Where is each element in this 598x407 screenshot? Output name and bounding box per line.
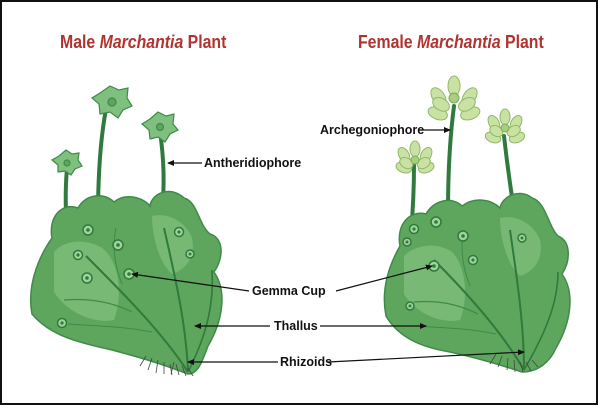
thallus-label: Thallus [274, 319, 318, 333]
rhizoids-label: Rhizoids [280, 355, 332, 369]
female-plant [384, 76, 570, 372]
archegoniophore-label: Archegoniophore [320, 123, 424, 137]
female-thallus [384, 193, 570, 372]
antheridiophore-discs [52, 86, 178, 175]
male-plant [31, 86, 222, 376]
antheridiophore-label: Antheridiophore [204, 156, 301, 170]
gemma-cup-label: Gemma Cup [252, 284, 326, 298]
